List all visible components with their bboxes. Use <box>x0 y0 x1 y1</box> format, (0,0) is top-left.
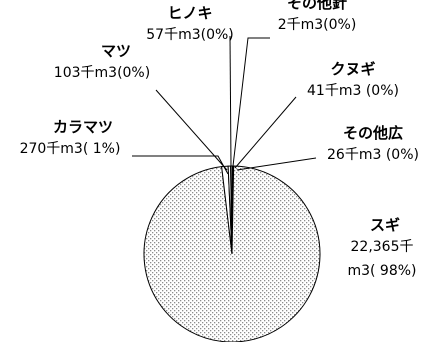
leader-line-matsu <box>155 89 228 171</box>
label-hinoki: ヒノキ 57千m3(0%) <box>140 4 240 44</box>
pie-slice-hinoki <box>230 165 233 255</box>
leader-line-hinoki <box>229 35 232 167</box>
slice-name-sonota-kou: その他広 <box>342 124 403 142</box>
leader-line-kunugi <box>234 96 297 169</box>
slice-name-kunugi: クヌギ <box>330 60 376 78</box>
slice-name-matsu: マツ <box>100 42 131 60</box>
slice-value-sonota-kou: 26千m3 (0%) <box>327 147 419 163</box>
label-sugi: スギ <box>355 216 415 234</box>
slice-name-sonota-shin: その他針 <box>286 0 347 12</box>
leader-line-sonota-kou <box>236 157 317 171</box>
slice-value-sonota-shin: 2千m3(0%) <box>277 17 357 33</box>
leader-line-sonota-shin <box>232 37 270 167</box>
label-karamatsu: カラマツ 270千m3( 1%) <box>20 118 138 158</box>
slice-value-hinoki: 57千m3(0%) <box>146 27 234 43</box>
slice-value-kunugi: 41千m3 (0%) <box>307 83 399 99</box>
value-sugi: 22,365千 m3( 98%) <box>342 238 422 280</box>
slice-value-sugi-line1: 22,365千 <box>350 239 414 255</box>
label-kunugi: クヌギ 41千m3 (0%) <box>298 60 408 100</box>
label-sonota-shin: その他針 2千m3(0%) <box>262 0 372 34</box>
slice-value-karamatsu: 270千m3( 1%) <box>19 141 121 157</box>
slice-value-sugi-line2: m3( 98%) <box>347 263 417 279</box>
label-matsu: マツ 103千m3(0%) <box>54 42 166 82</box>
label-sonota-kou: その他広 26千m3 (0%) <box>318 124 428 164</box>
slice-value-matsu: 103千m3(0%) <box>53 65 151 81</box>
slice-name-hinoki: ヒノキ <box>167 4 213 22</box>
slice-name-karamatsu: カラマツ <box>52 118 113 136</box>
slice-name-sugi: スギ <box>369 216 400 234</box>
